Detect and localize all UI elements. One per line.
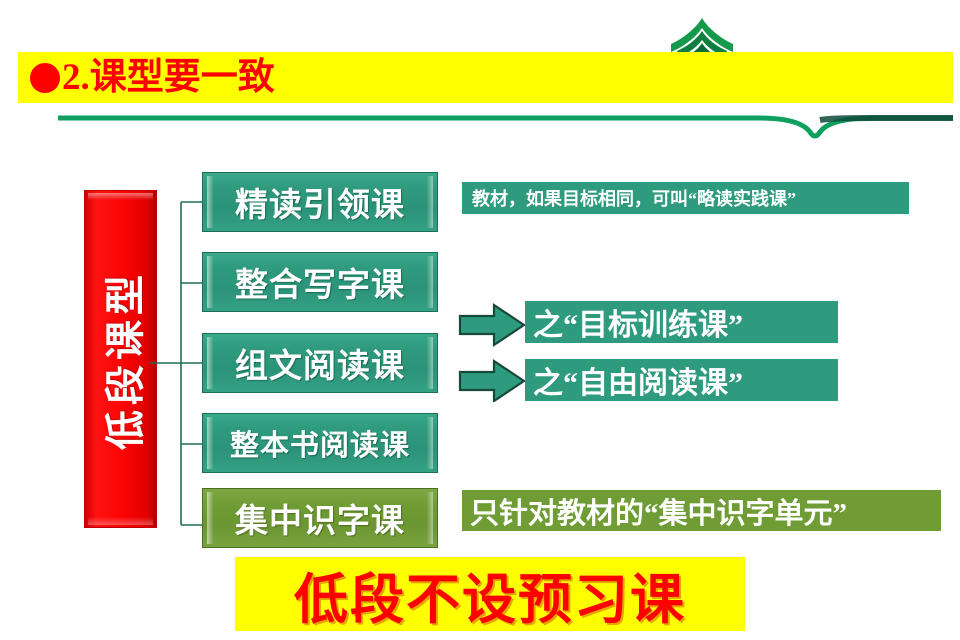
- footer-banner: 低段不设预习课: [235, 557, 745, 631]
- course-box-3-label: 组文阅读课: [235, 349, 405, 385]
- filled-circle-bullet-icon: [30, 63, 60, 93]
- course-box-5[interactable]: 集中识字课: [202, 488, 438, 548]
- literacy-note-text: 只针对教材的“集中识字单元”: [470, 497, 848, 530]
- footer-banner-text: 低段不设预习课: [294, 569, 686, 630]
- course-box-3[interactable]: 组文阅读课: [202, 333, 438, 393]
- right-block-arrow-icons: [458, 300, 528, 404]
- connector-lines: [150, 165, 220, 535]
- sub-note-bar-2: 之“自由阅读课”: [525, 359, 838, 401]
- title-banner: [18, 52, 953, 103]
- title-row: 2.课型要一致: [30, 53, 275, 103]
- course-box-4[interactable]: 整本书阅读课: [202, 413, 438, 473]
- course-box-2-label: 整合写字课: [235, 268, 405, 304]
- reading-note-text: 教材，如果目标相同，可叫“略读实践课”: [472, 189, 796, 209]
- reading-note-bar: 教材，如果目标相同，可叫“略读实践课”: [462, 182, 909, 214]
- category-banner-label: 低段课型: [102, 270, 148, 450]
- literacy-note-bar: 只针对教材的“集中识字单元”: [462, 490, 941, 531]
- sub-note-2-text: 之“自由阅读课”: [533, 367, 743, 400]
- course-box-1[interactable]: 精读引领课: [202, 172, 438, 232]
- course-box-4-label: 整本书阅读课: [229, 430, 410, 462]
- course-box-2[interactable]: 整合写字课: [202, 252, 438, 312]
- sub-note-1-text: 之“目标训练课”: [533, 309, 743, 342]
- sub-note-bar-1: 之“目标训练课”: [525, 301, 838, 343]
- green-rule-with-notch-icon: [58, 112, 953, 146]
- category-banner-label-wrap: 低段课型: [85, 191, 158, 529]
- category-banner: 低段课型: [84, 190, 157, 528]
- course-box-1-label: 精读引领课: [235, 188, 405, 224]
- page-title: 2.课型要一致: [62, 57, 275, 98]
- course-box-5-label: 集中识字课: [235, 504, 405, 540]
